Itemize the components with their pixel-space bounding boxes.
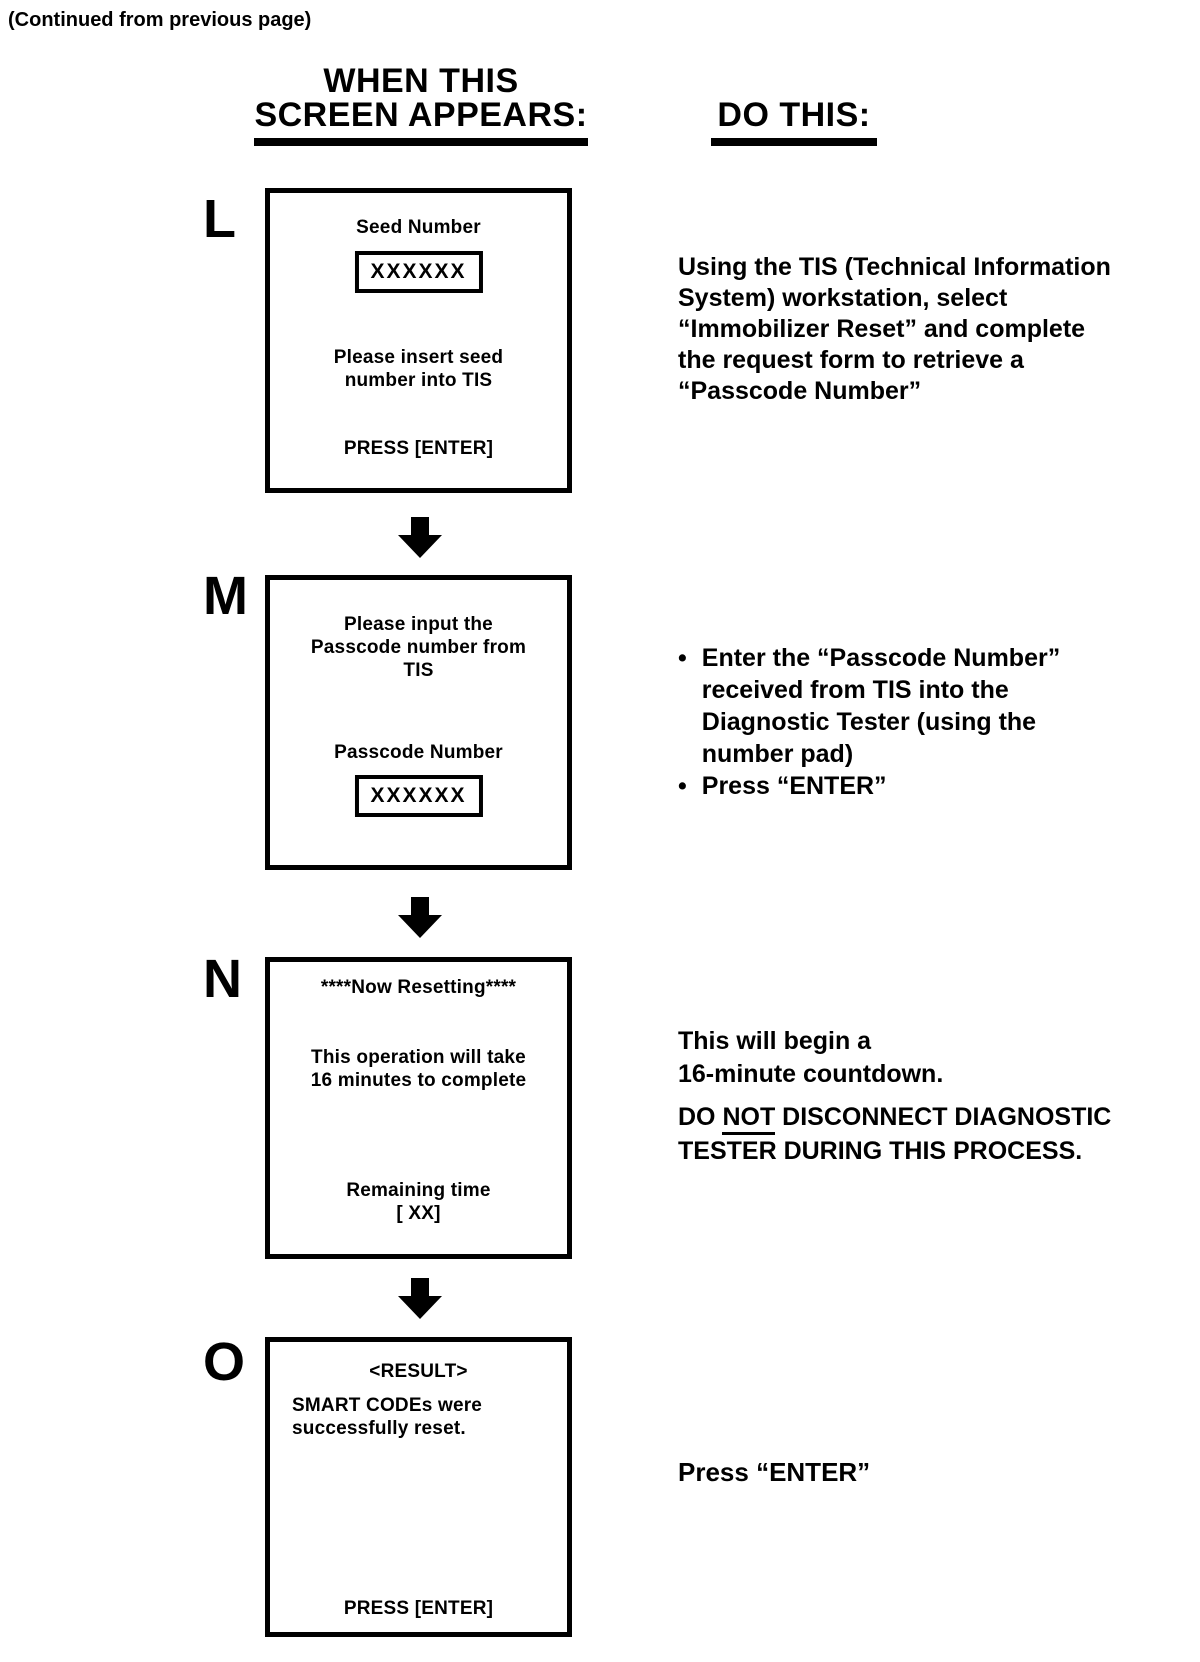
text-line: the request form to retrieve a	[678, 346, 1024, 374]
screen-n: ****Now Resetting**** This operation wil…	[265, 957, 572, 1259]
header-underline-right	[711, 138, 877, 146]
text-line: Please insert seed	[333, 347, 504, 368]
warning-after: DISCONNECT DIAGNOSTIC	[775, 1103, 1112, 1131]
step-label-l: L	[203, 189, 236, 249]
warning-not-underlined: NOT	[722, 1103, 776, 1135]
text-line: received from TIS into the	[701, 676, 1009, 704]
screen-l-footer: PRESS [ENTER]	[343, 438, 494, 459]
arrow-stem	[411, 1278, 429, 1296]
screen-l-title: Seed Number	[356, 217, 481, 238]
bullet-icon: •	[678, 644, 687, 672]
text-line: SMART CODEs were	[292, 1395, 483, 1416]
text-line: Please input the	[344, 614, 493, 635]
text-line: This operation will take	[311, 1047, 526, 1068]
text-line: Enter the “Passcode Number”	[701, 644, 1061, 672]
bullet-item: • Enter the “Passcode Number” received fr…	[678, 642, 1060, 770]
screen-n-footer: Remaining time[ XX]	[270, 1179, 567, 1225]
passcode-number-field: XXXXXX	[354, 775, 483, 817]
text-line: TIS	[403, 660, 434, 681]
text-line: System) workstation, select	[678, 284, 1008, 312]
column-header-left: WHEN THIS SCREEN APPEARS:	[254, 64, 588, 132]
text-line: 16-minute countdown.	[678, 1060, 944, 1088]
text-line: 16 minutes to complete	[310, 1070, 527, 1091]
flow-arrow-down-icon	[398, 517, 442, 558]
step-label-o: O	[203, 1332, 246, 1392]
column-header-left-line1: WHEN THIS	[323, 62, 519, 100]
flow-arrow-down-icon	[398, 1278, 442, 1319]
arrow-head	[398, 915, 442, 938]
column-header-right: DO THIS:	[717, 96, 871, 134]
text-line: “Immobilizer Reset” and complete	[678, 315, 1086, 343]
text-line: Diagnostic Tester (using the	[701, 708, 1037, 736]
seed-number-value: XXXXXX	[370, 260, 467, 283]
arrow-head	[398, 535, 442, 558]
arrow-stem	[411, 897, 429, 915]
text-line: Passcode number from	[310, 637, 527, 658]
instruction-m: • Enter the “Passcode Number” received fr…	[678, 642, 1060, 802]
continued-note: (Continued from previous page)	[8, 9, 312, 31]
text-line: Using the TIS (Technical Information	[678, 253, 1111, 281]
screen-o-footer: PRESS [ENTER]	[343, 1598, 494, 1619]
arrow-stem	[411, 517, 429, 535]
warning-prefix: DO	[678, 1103, 723, 1131]
instruction-n-countdown: This will begin a 16-minute countdown.	[678, 1025, 943, 1091]
screen-m-field-label: Passcode Number	[334, 742, 503, 763]
text-line: “Passcode Number”	[678, 377, 922, 405]
flow-arrow-down-icon	[398, 897, 442, 938]
bullet-icon: •	[678, 772, 687, 800]
seed-number-field: XXXXXX	[354, 251, 483, 293]
bullet-item: • Press “ENTER”	[678, 770, 1060, 802]
header-underline-left	[254, 138, 588, 146]
text-line: Press “ENTER”	[701, 772, 887, 800]
screen-n-title: ****Now Resetting****	[320, 977, 517, 998]
bullet-text: Press “ENTER”	[702, 770, 887, 802]
warning-line2: TESTER DURING THIS PROCESS.	[678, 1137, 1083, 1165]
text-line: number into TIS	[344, 370, 493, 391]
arrow-head	[398, 1296, 442, 1319]
screen-o-title: <RESULT>	[369, 1361, 468, 1382]
column-header-left-line2: SCREEN APPEARS:	[254, 96, 588, 134]
text-line: Press “ENTER”	[678, 1457, 871, 1487]
bullet-text: Enter the “Passcode Number” received from…	[702, 642, 1060, 770]
text-line: successfully reset.	[292, 1418, 466, 1439]
instruction-n-warning: DO NOT DISCONNECT DIAGNOSTIC TESTER DURI…	[678, 1100, 1111, 1168]
warning-line1: DO NOT DISCONNECT DIAGNOSTIC	[678, 1100, 1112, 1135]
step-label-n: N	[203, 949, 242, 1009]
text-line: [ XX]	[396, 1203, 441, 1224]
text-line: number pad)	[701, 740, 854, 768]
instruction-o: Press “ENTER”	[678, 1456, 870, 1489]
passcode-number-value: XXXXXX	[370, 784, 467, 807]
text-line: This will begin a	[678, 1027, 872, 1055]
text-line: Remaining time	[346, 1180, 491, 1201]
step-label-m: M	[203, 566, 248, 626]
